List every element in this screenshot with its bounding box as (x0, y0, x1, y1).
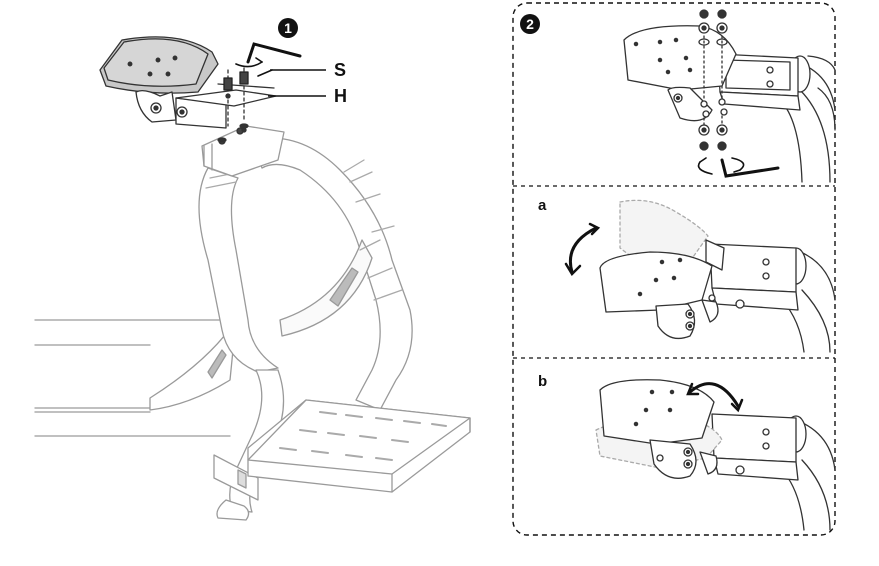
detail-tilt (599, 199, 836, 353)
allen-key-step1 (235, 42, 302, 77)
pedal-plate-step1 (99, 36, 277, 143)
frame-tube-left (198, 167, 279, 373)
step2-frame (512, 2, 836, 536)
stand-illustration (34, 125, 471, 521)
frame-tube-right (251, 137, 413, 411)
detail-swivel (595, 379, 836, 531)
panel-a-label: a (538, 197, 547, 214)
bolt-stack-bottom (698, 98, 728, 151)
allen-key-step2 (697, 157, 780, 178)
panel-b-label: b (538, 373, 547, 390)
step2-number: 2 (526, 16, 534, 32)
step1-badge: 1 (278, 18, 298, 38)
step2-badge: 2 (520, 14, 540, 34)
top-clamp (201, 125, 285, 177)
bolt-stack-top (698, 9, 728, 46)
detail-exploded (623, 9, 836, 183)
step1-number: 1 (284, 20, 292, 36)
label-screw-s: S (334, 60, 346, 80)
floor-bars (34, 319, 231, 437)
rotate-arrow-tilt (564, 222, 601, 277)
label-holder-h: H (334, 86, 347, 106)
inner-curve (279, 239, 373, 337)
rotate-arrow-swivel (686, 382, 744, 413)
base-plate-slots (279, 411, 447, 461)
